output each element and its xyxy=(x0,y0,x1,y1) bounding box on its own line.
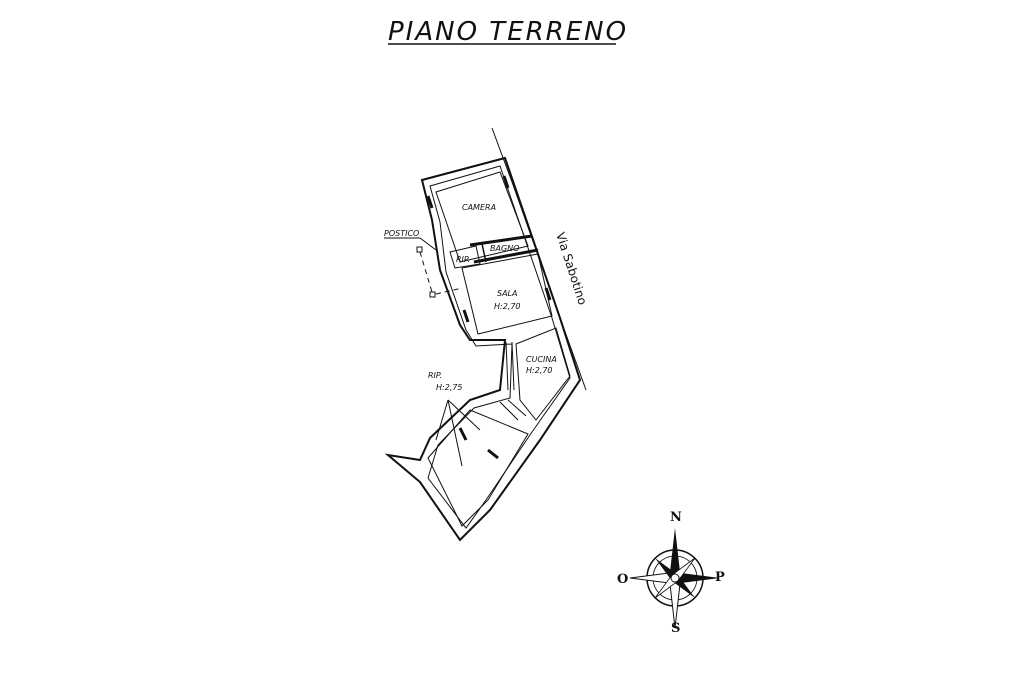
area-postico-label: POSTICO xyxy=(384,229,419,238)
room-cucina: CUCINA H:2,70 xyxy=(515,327,571,421)
area-postico: POSTICO xyxy=(384,229,463,298)
compass-south: S xyxy=(671,621,680,636)
room-rip-height: H:2,75 xyxy=(436,383,463,392)
compass-rose: N S O P xyxy=(617,510,725,636)
building-outline xyxy=(384,156,582,542)
room-rip: RIP. H:2,75 xyxy=(427,371,529,527)
compass-east: P xyxy=(715,570,725,585)
room-sala-label: SALA xyxy=(497,289,517,298)
compass-north: N xyxy=(670,510,682,525)
room-bagno-label: BAGNO xyxy=(490,244,519,253)
room-camera-label: CAMERA xyxy=(462,203,496,212)
room-rip-small: RIP. xyxy=(449,245,481,269)
room-sala-height: H:2,70 xyxy=(494,302,521,311)
room-cucina-label: CUCINA xyxy=(526,355,557,364)
window-marks xyxy=(426,175,552,323)
room-rip-label: RIP. xyxy=(428,371,442,380)
street-label: Via Sabotino xyxy=(553,231,590,307)
plan-title: PIANO TERRENO xyxy=(388,17,628,47)
room-camera: CAMERA xyxy=(435,171,529,263)
compass-west: O xyxy=(617,572,628,587)
room-bagno: BAGNO xyxy=(469,234,539,264)
room-cucina-height: H:2,70 xyxy=(526,366,553,375)
room-sala: SALA H:2,70 xyxy=(461,253,553,335)
room-rip-small-label: RIP. xyxy=(456,255,470,264)
